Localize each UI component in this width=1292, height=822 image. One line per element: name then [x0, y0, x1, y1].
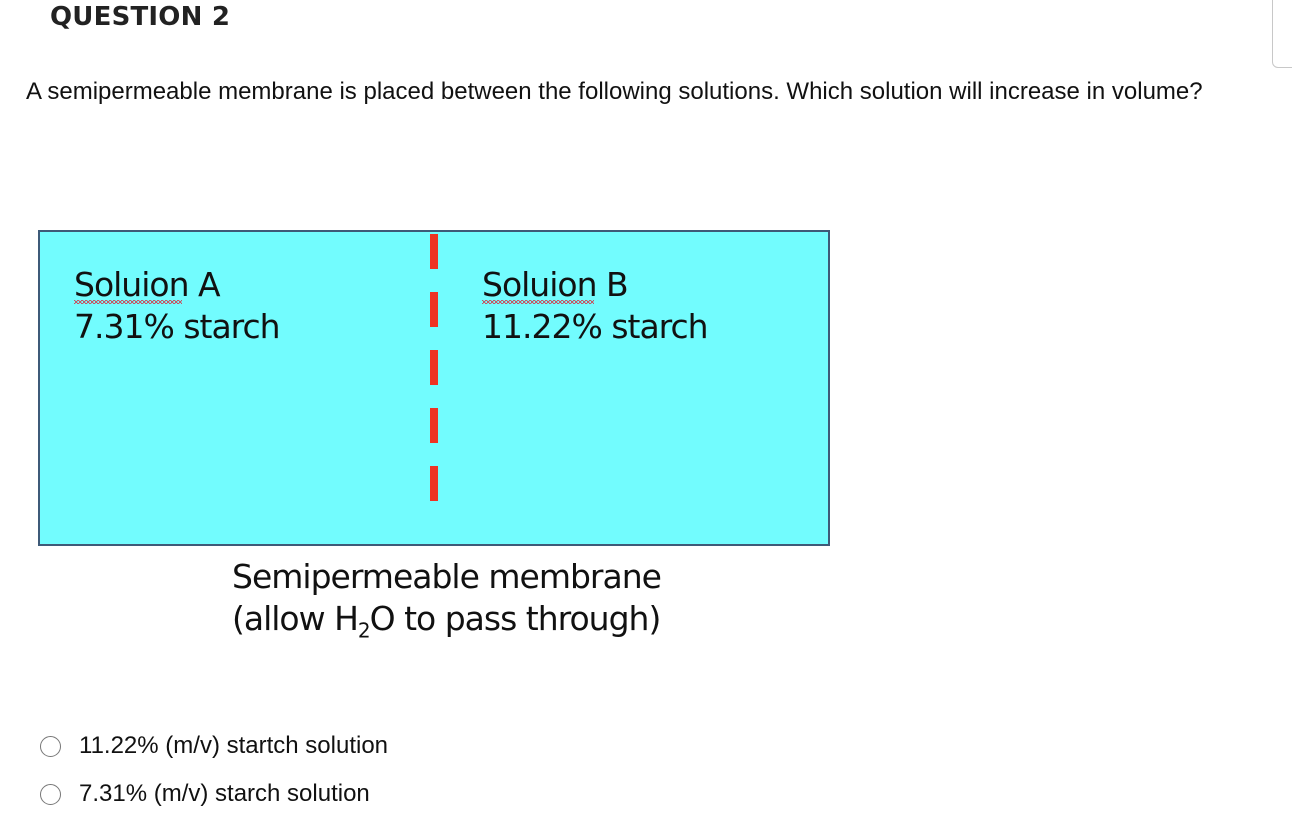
solution-b-label: Soluion B 11.22% starch	[482, 264, 709, 348]
membrane-caption: Semipermeable membrane (allow H2O to pas…	[232, 556, 662, 643]
answer-label[interactable]: 7.31% (m/v) starch solution	[79, 780, 370, 807]
caption-subscript: 2	[357, 618, 371, 643]
solution-b-name: Soluion B	[482, 264, 629, 306]
solution-a-name-text: Soluion A	[74, 265, 221, 304]
answer-label[interactable]: 11.22% (m/v) startch solution	[79, 732, 389, 759]
spellcheck-underline	[74, 300, 182, 304]
caption-prefix: (allow H	[232, 599, 359, 638]
solution-a-name: Soluion A	[74, 264, 221, 306]
answer-option-2[interactable]: 7.31% (m/v) starch solution	[40, 770, 388, 818]
solution-a-label: Soluion A 7.31% starch	[74, 264, 281, 348]
answer-option-1[interactable]: 11.22% (m/v) startch solution	[40, 722, 388, 770]
answer-options: 11.22% (m/v) startch solution 7.31% (m/v…	[40, 722, 388, 818]
radio-button[interactable]	[40, 735, 61, 757]
radio-button[interactable]	[40, 783, 61, 805]
caption-suffix: O to pass through)	[369, 599, 662, 638]
question-number: QUESTION 2	[50, 2, 231, 32]
membrane-caption-line1: Semipermeable membrane	[232, 557, 662, 596]
points-box	[1272, 0, 1292, 68]
solution-b-concentration: 11.22% starch	[482, 307, 709, 346]
solution-b-name-text: Soluion B	[482, 265, 629, 304]
solution-a-concentration: 7.31% starch	[74, 307, 281, 346]
spellcheck-underline	[482, 300, 594, 304]
membrane-caption-line2: (allow H2O to pass through)	[232, 598, 662, 643]
question-text: A semipermeable membrane is placed betwe…	[26, 78, 1203, 105]
membrane-dashed-line	[430, 234, 438, 522]
